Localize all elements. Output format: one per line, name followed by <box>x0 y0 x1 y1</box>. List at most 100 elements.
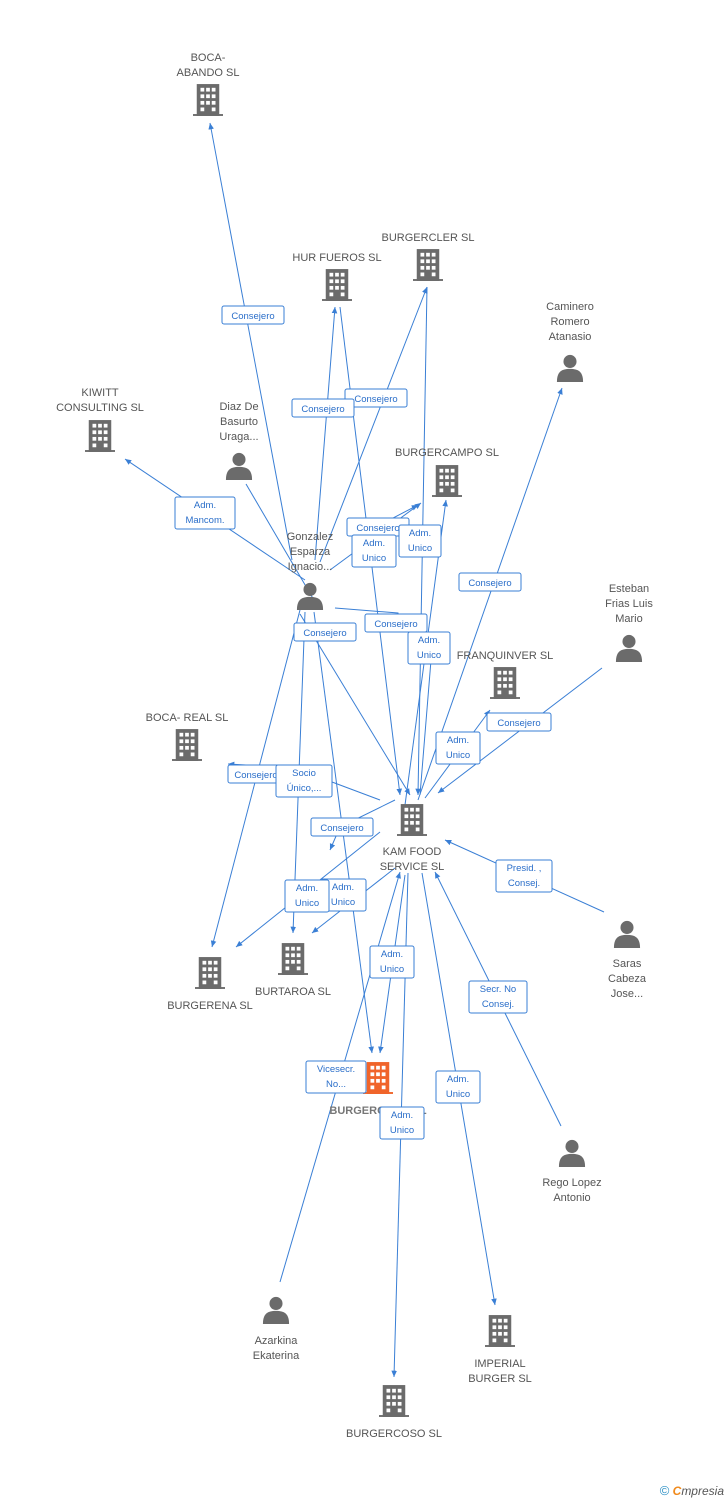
edge-label[interactable]: Consejero <box>458 572 522 592</box>
edge-label[interactable]: Adm.Unico <box>351 534 397 568</box>
brand-logo-initial: C <box>672 1484 682 1498</box>
node-label: Atanasio <box>549 331 592 343</box>
node-label: BURGER SL <box>468 1373 532 1385</box>
edge-label-box <box>284 879 330 913</box>
edge-label-text: Unico <box>362 553 386 564</box>
edge-label-text: Vicesecr. <box>317 1064 355 1075</box>
node-label: ABANDO SL <box>177 67 240 79</box>
edge-label-text: Consejero <box>354 394 397 405</box>
edge-label[interactable]: Adm.Unico <box>284 879 330 913</box>
node-burgerena[interactable]: BURGERENA SL <box>167 957 253 1012</box>
edge-label[interactable]: Presid. ,Consej. <box>495 859 553 893</box>
edge-label[interactable]: Adm.Unico <box>379 1106 425 1140</box>
node-boca-abando[interactable]: BOCA-ABANDO SL <box>177 52 240 116</box>
edge-label-text: Único,... <box>287 783 322 794</box>
building-icon <box>413 249 443 281</box>
edge-label[interactable]: Consejero <box>310 817 374 837</box>
node-burgercler[interactable]: BURGERCLER SL <box>382 232 475 281</box>
node-label: BOCA- REAL SL <box>146 712 229 724</box>
node-imperial[interactable]: IMPERIAL BURGER SL <box>468 1315 532 1385</box>
edge-label[interactable]: Consejero <box>344 388 408 408</box>
node-burgercampo[interactable]: BURGERCAMPO SL <box>395 447 499 497</box>
edge-line <box>314 306 338 561</box>
edge-label-box <box>364 613 428 633</box>
edge-label[interactable]: Vicesecr.No... <box>305 1060 367 1094</box>
edge-label[interactable]: Consejero <box>291 398 355 418</box>
building-icon <box>432 465 462 497</box>
person-icon <box>296 582 324 610</box>
edge-label-text: Consejero <box>320 823 363 834</box>
node-saras[interactable]: SarasCabezaJose... <box>608 920 647 1000</box>
node-diaz[interactable]: Diaz DeBasurtoUraga... <box>219 401 259 480</box>
edge-label-text: Adm. <box>332 882 354 893</box>
edge-label-box <box>435 1070 481 1104</box>
edge-label-text: Unico <box>390 1125 414 1136</box>
node-label: KAM FOOD <box>383 846 442 858</box>
edge-label[interactable]: Consejero <box>221 305 285 325</box>
edge-label-text: Consejero <box>356 523 399 534</box>
edge-label-box <box>275 764 333 798</box>
edge-label-text: Adm. <box>409 528 431 539</box>
edge-label[interactable]: Adm.Mancom. <box>174 496 236 530</box>
node-label: Cabeza <box>608 973 647 985</box>
edge-label[interactable]: Consejero <box>486 712 552 732</box>
edge-label-box <box>495 859 553 893</box>
edge-label[interactable]: Adm.Unico <box>369 945 415 979</box>
node-label: IMPERIAL <box>474 1358 525 1370</box>
person-icon <box>556 354 584 382</box>
footer-brand[interactable]: © Cmpresia <box>660 1483 724 1498</box>
edge-label[interactable]: Adm.Unico <box>435 1070 481 1104</box>
edge-label[interactable]: Adm.Unico <box>407 631 451 665</box>
node-label: HUR FUEROS SL <box>292 252 381 264</box>
building-icon <box>193 84 223 116</box>
node-label: Esteban <box>609 583 649 595</box>
edge-label-box <box>305 1060 367 1094</box>
person-icon <box>613 920 641 948</box>
node-burgercoso[interactable]: BURGERCOSO SL <box>346 1385 442 1440</box>
edge-label[interactable]: Consejero <box>364 613 428 633</box>
node-label: BURGERCLER SL <box>382 232 475 244</box>
edge-labels-layer: ConsejeroConsejeroConsejeroAdm.Mancom.Co… <box>174 305 553 1140</box>
node-boca-real[interactable]: BOCA- REAL SL <box>146 712 229 761</box>
node-label: FRANQUINVER SL <box>457 650 554 662</box>
edge-label[interactable]: Consejero <box>293 622 357 642</box>
edge-line <box>299 613 411 796</box>
edge-label-box <box>407 631 451 665</box>
node-label: CONSULTING SL <box>56 402 144 414</box>
building-icon <box>397 804 427 836</box>
building-icon <box>85 420 115 452</box>
node-label: Saras <box>613 958 642 970</box>
node-label: Jose... <box>611 988 643 1000</box>
edge-label-box <box>310 817 374 837</box>
building-icon <box>322 269 352 301</box>
node-label: Antonio <box>553 1192 590 1204</box>
edge-label[interactable]: Adm.Unico <box>398 524 442 558</box>
node-burtaroa[interactable]: BURTAROA SL <box>255 943 331 998</box>
building-icon <box>278 943 308 975</box>
edge-label-box <box>351 534 397 568</box>
node-franquinver[interactable]: FRANQUINVER SL <box>457 650 554 699</box>
node-gonzalez[interactable]: GonzalezEsparzaIgnacio... <box>287 531 333 610</box>
edge-label-text: Consejero <box>374 619 417 630</box>
edge-label-text: Secr. No <box>480 984 516 995</box>
edge-label[interactable]: SocioÚnico,... <box>275 764 333 798</box>
edge-label-box <box>291 398 355 418</box>
node-hur-fueros[interactable]: HUR FUEROS SL <box>292 252 382 301</box>
edge-label[interactable]: Consejero <box>227 764 285 784</box>
edge-label-text: Mancom. <box>185 515 224 526</box>
edge-label-box <box>398 524 442 558</box>
copyright-symbol: © <box>659 1483 670 1498</box>
edge-label-box <box>369 945 415 979</box>
building-icon <box>172 729 202 761</box>
edge-label-box <box>458 572 522 592</box>
edge-label[interactable]: Adm.Unico <box>435 731 481 765</box>
